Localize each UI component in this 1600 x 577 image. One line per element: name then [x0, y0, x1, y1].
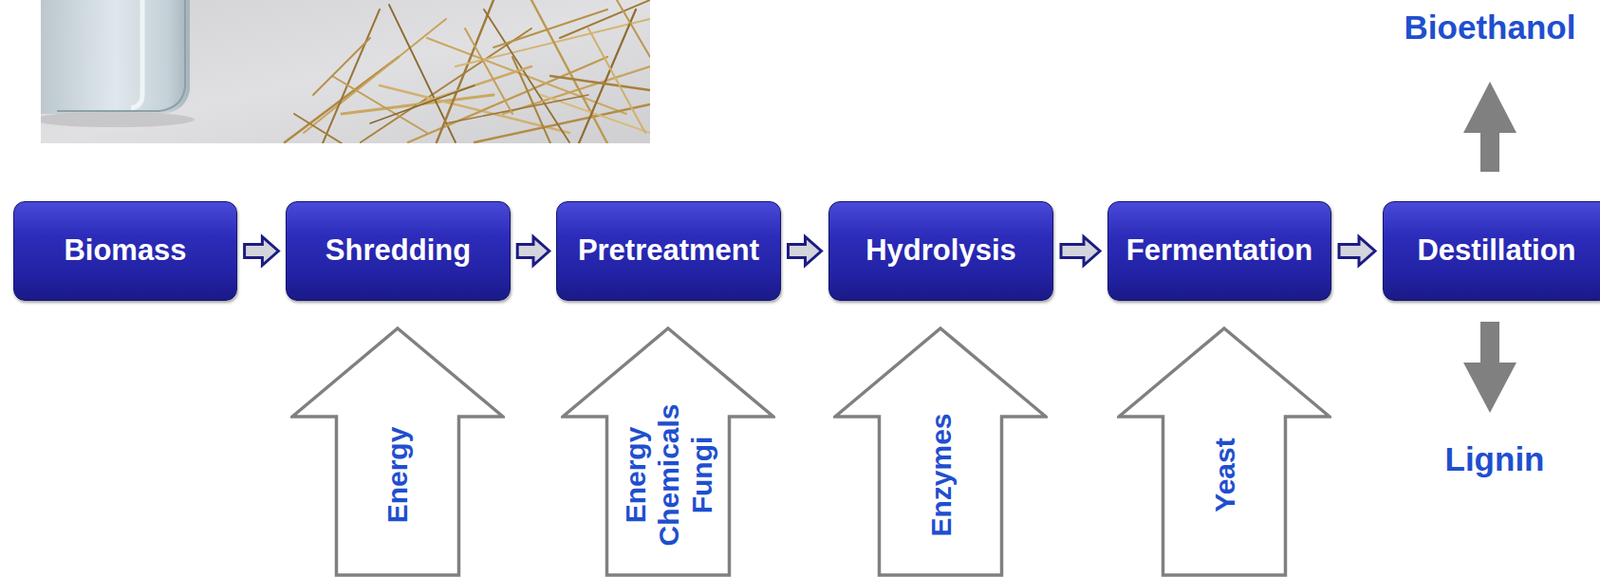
input-arrow: Energy Chemicals Fungi	[560, 326, 776, 577]
product-label: Bioethanol	[1404, 9, 1577, 47]
process-box: Destillation	[1382, 201, 1600, 301]
process-label: Biomass	[63, 234, 187, 267]
flow-arrow	[1060, 237, 1100, 266]
process-box: Fermentation	[1107, 201, 1332, 301]
process-label: Hydrolysis	[865, 234, 1017, 267]
input-label: Yeast	[1208, 437, 1242, 512]
process-label: Shredding	[325, 234, 471, 267]
process-box: Hydrolysis	[828, 201, 1054, 301]
input-arrow: Energy	[290, 326, 505, 577]
input-arrow: Enzymes	[833, 326, 1048, 577]
flow-arrow	[788, 237, 822, 266]
product-arrow-down	[1463, 321, 1517, 413]
input-label: Energy	[381, 426, 415, 523]
process-label: Destillation	[1416, 234, 1576, 267]
product-arrow-up	[1463, 81, 1517, 172]
input-arrow-shape	[562, 328, 774, 576]
process-label: Pretreatment	[577, 234, 760, 267]
process-box: Biomass	[13, 201, 238, 301]
product-label: Lignin	[1445, 441, 1545, 479]
flow-arrow	[517, 237, 550, 266]
input-label: Energy Chemicals Fungi	[617, 403, 718, 546]
input-arrow-shape	[292, 328, 503, 576]
input-arrow: Yeast	[1116, 326, 1332, 577]
flow-arrow	[244, 237, 280, 266]
process-box: Pretreatment	[556, 201, 782, 301]
input-arrow-shape	[1118, 328, 1330, 576]
flow-arrow	[1339, 237, 1376, 266]
input-arrow-shape	[835, 328, 1046, 576]
input-label: Enzymes	[923, 412, 957, 537]
process-box: Shredding	[285, 201, 511, 301]
process-label: Fermentation	[1126, 234, 1313, 267]
straw-photo	[40, 0, 651, 144]
